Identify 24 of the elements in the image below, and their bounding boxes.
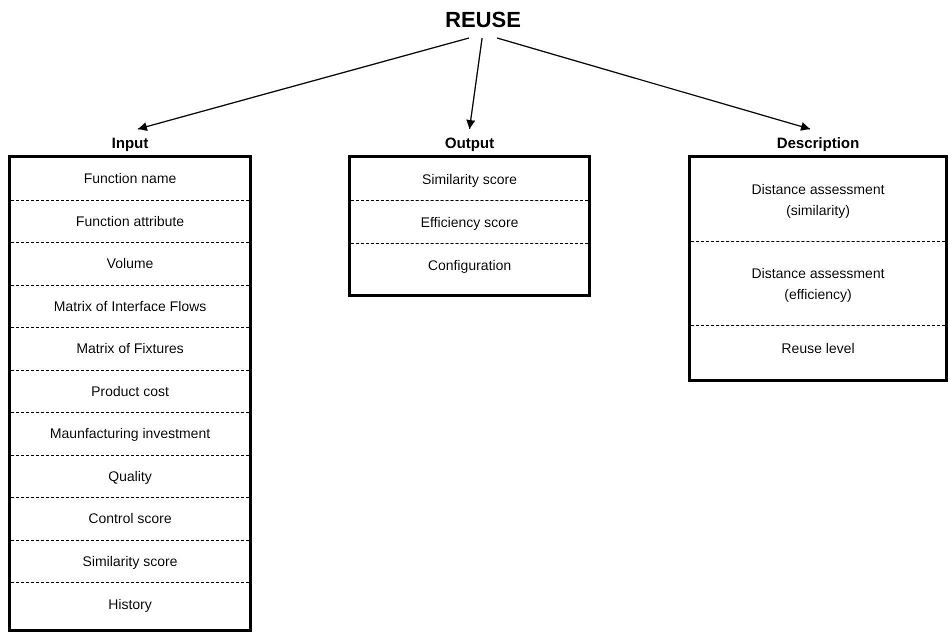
- list-row: History: [11, 583, 249, 626]
- arrow: [466, 38, 483, 130]
- column-heading: Input: [112, 134, 148, 154]
- list-row: Distance assessment (efficiency): [691, 242, 945, 326]
- list-row: Matrix of Fixtures: [11, 328, 249, 370]
- diagram-title: REUSE: [420, 4, 546, 36]
- list-row: Reuse level: [691, 326, 945, 370]
- list-row: Configuration: [351, 244, 588, 287]
- list-row: Product cost: [11, 370, 249, 413]
- list-row: Matrix of Interface Flows: [11, 286, 249, 328]
- list-row: Similarity score: [11, 540, 249, 583]
- list-row: Function name: [11, 158, 249, 200]
- list-row: Quality: [11, 456, 249, 498]
- list-row: Maunfacturing investment: [11, 413, 249, 456]
- list-row: Function attribute: [11, 200, 249, 243]
- column-heading: Description: [776, 134, 860, 154]
- arrow: [496, 37, 810, 131]
- list-row: Similarity score: [351, 158, 588, 201]
- column-heading: Output: [444, 134, 494, 154]
- list-row: Distance assessment (similarity): [691, 158, 945, 242]
- list-row: Efficiency score: [351, 201, 588, 244]
- list-row: Volume: [11, 243, 249, 286]
- arrow: [138, 37, 470, 131]
- list-row: Control score: [11, 498, 249, 540]
